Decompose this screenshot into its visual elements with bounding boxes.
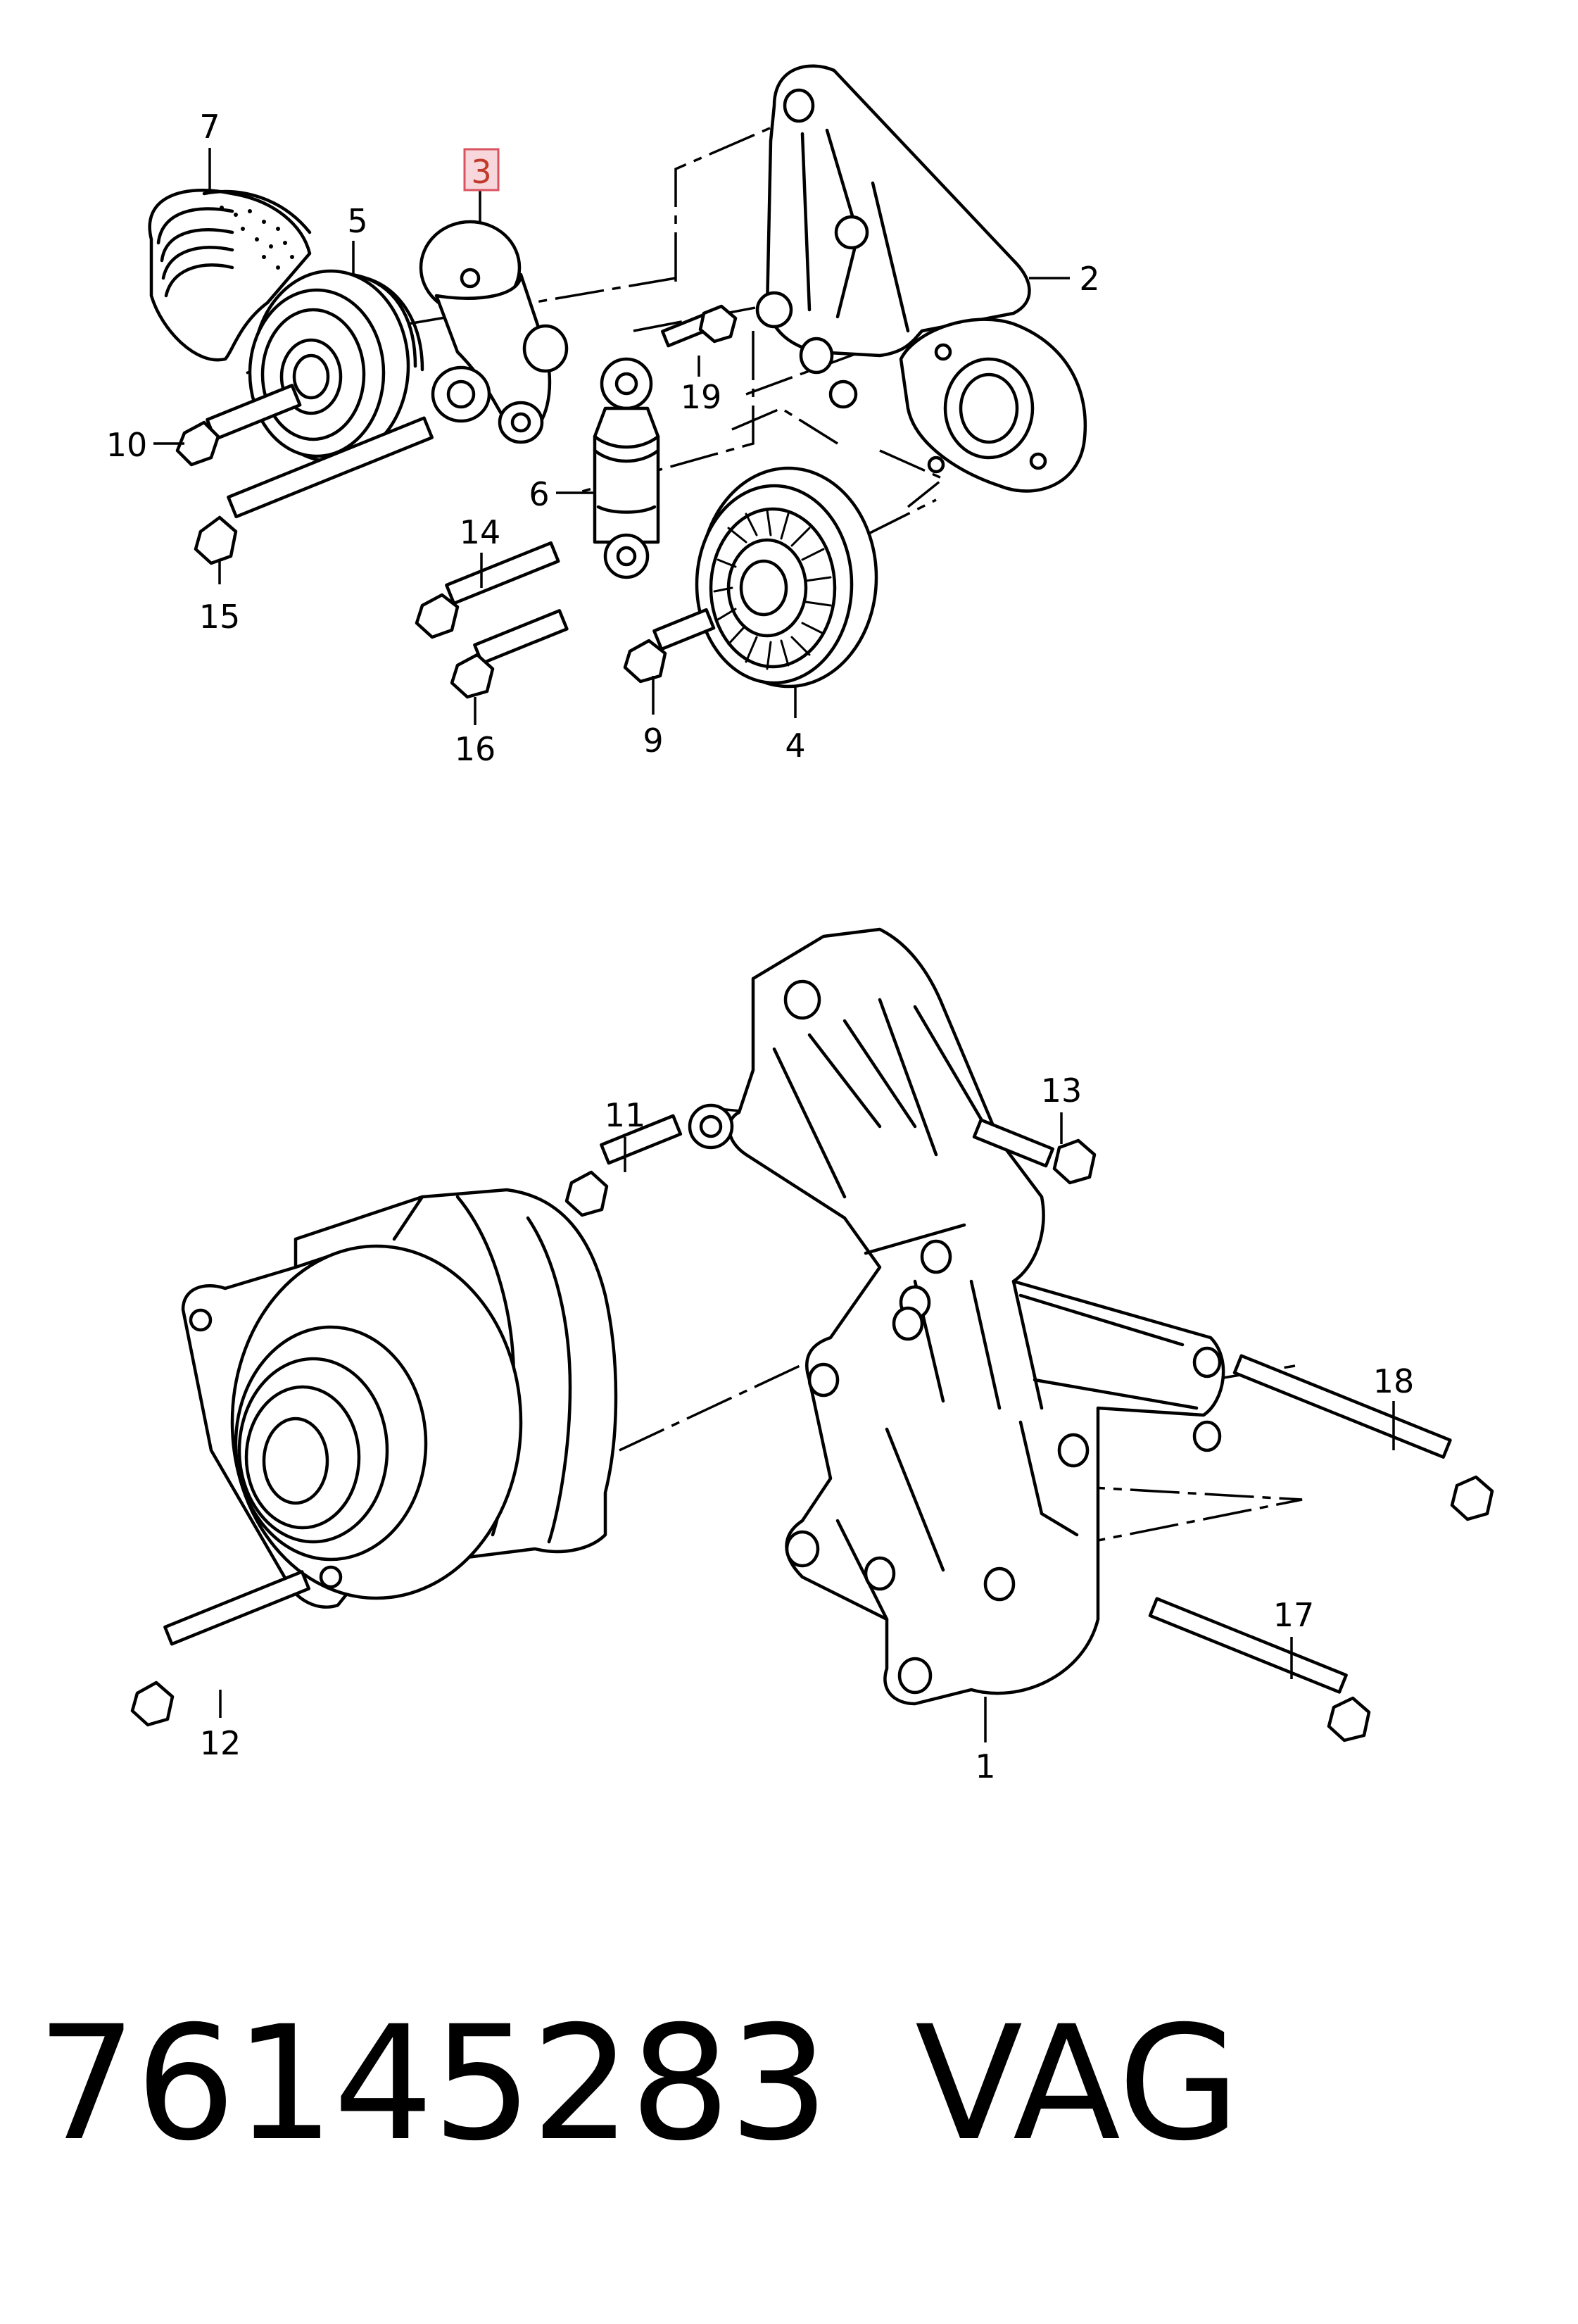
idler-pulley-part-5 — [248, 269, 424, 463]
belt-part-7 — [148, 188, 312, 362]
bolt-part-16 — [450, 609, 569, 699]
callouts: 3 7 5 2 10 19 6 14 15 16 9 4 11 13 12 18… — [106, 108, 1415, 1785]
callout-14[interactable]: 14 — [460, 513, 501, 551]
lower-bracket-part-1 — [688, 927, 1225, 1706]
bolt-part-17 — [1148, 1597, 1371, 1742]
callout-16[interactable]: 16 — [455, 730, 496, 768]
callout-7[interactable]: 7 — [199, 108, 220, 146]
leader-lines — [153, 148, 1395, 1742]
callout-1[interactable]: 1 — [975, 1747, 995, 1785]
callout-10[interactable]: 10 — [106, 426, 148, 464]
callout-9[interactable]: 9 — [643, 722, 663, 760]
bolt-part-18 — [1232, 1354, 1494, 1521]
bolt-part-13 — [972, 1118, 1097, 1185]
bolt-part-19 — [661, 304, 738, 348]
callout-17[interactable]: 17 — [1273, 1596, 1315, 1634]
callout-18[interactable]: 18 — [1373, 1362, 1415, 1400]
callout-15[interactable]: 15 — [199, 598, 241, 636]
bolt-part-12 — [130, 1570, 311, 1727]
part-number: 76145283 — [37, 1992, 829, 2175]
callout-12[interactable]: 12 — [200, 1724, 241, 1762]
brand-label: VAG — [915, 1992, 1240, 2175]
callout-3[interactable]: 3 — [471, 153, 491, 191]
callout-5[interactable]: 5 — [347, 202, 367, 240]
lower-assembly — [130, 927, 1494, 1742]
bolt-part-9 — [623, 608, 716, 684]
upper-bracket-part-2 — [755, 64, 1087, 493]
alternator — [181, 1188, 618, 1609]
bolt-part-10 — [175, 384, 302, 467]
tensioner-arm-part-3 — [419, 220, 569, 444]
callout-6[interactable]: 6 — [529, 475, 549, 513]
bolt-part-11 — [564, 1114, 683, 1217]
upper-assembly — [148, 64, 1087, 699]
callout-19[interactable]: 19 — [681, 378, 722, 416]
footer: 76145283 VAG — [0, 1992, 1578, 2175]
callout-3-highlight — [463, 148, 500, 191]
deflection-pulley-part-4 — [695, 466, 878, 689]
belt-texture — [220, 206, 294, 270]
callout-4[interactable]: 4 — [785, 727, 805, 765]
bolt-part-15 — [194, 416, 434, 565]
callout-11[interactable]: 11 — [605, 1096, 646, 1134]
damper-part-6 — [593, 357, 660, 579]
bolt-part-14 — [415, 541, 560, 639]
callout-2[interactable]: 2 — [1079, 260, 1099, 298]
callout-13[interactable]: 13 — [1041, 1072, 1082, 1110]
